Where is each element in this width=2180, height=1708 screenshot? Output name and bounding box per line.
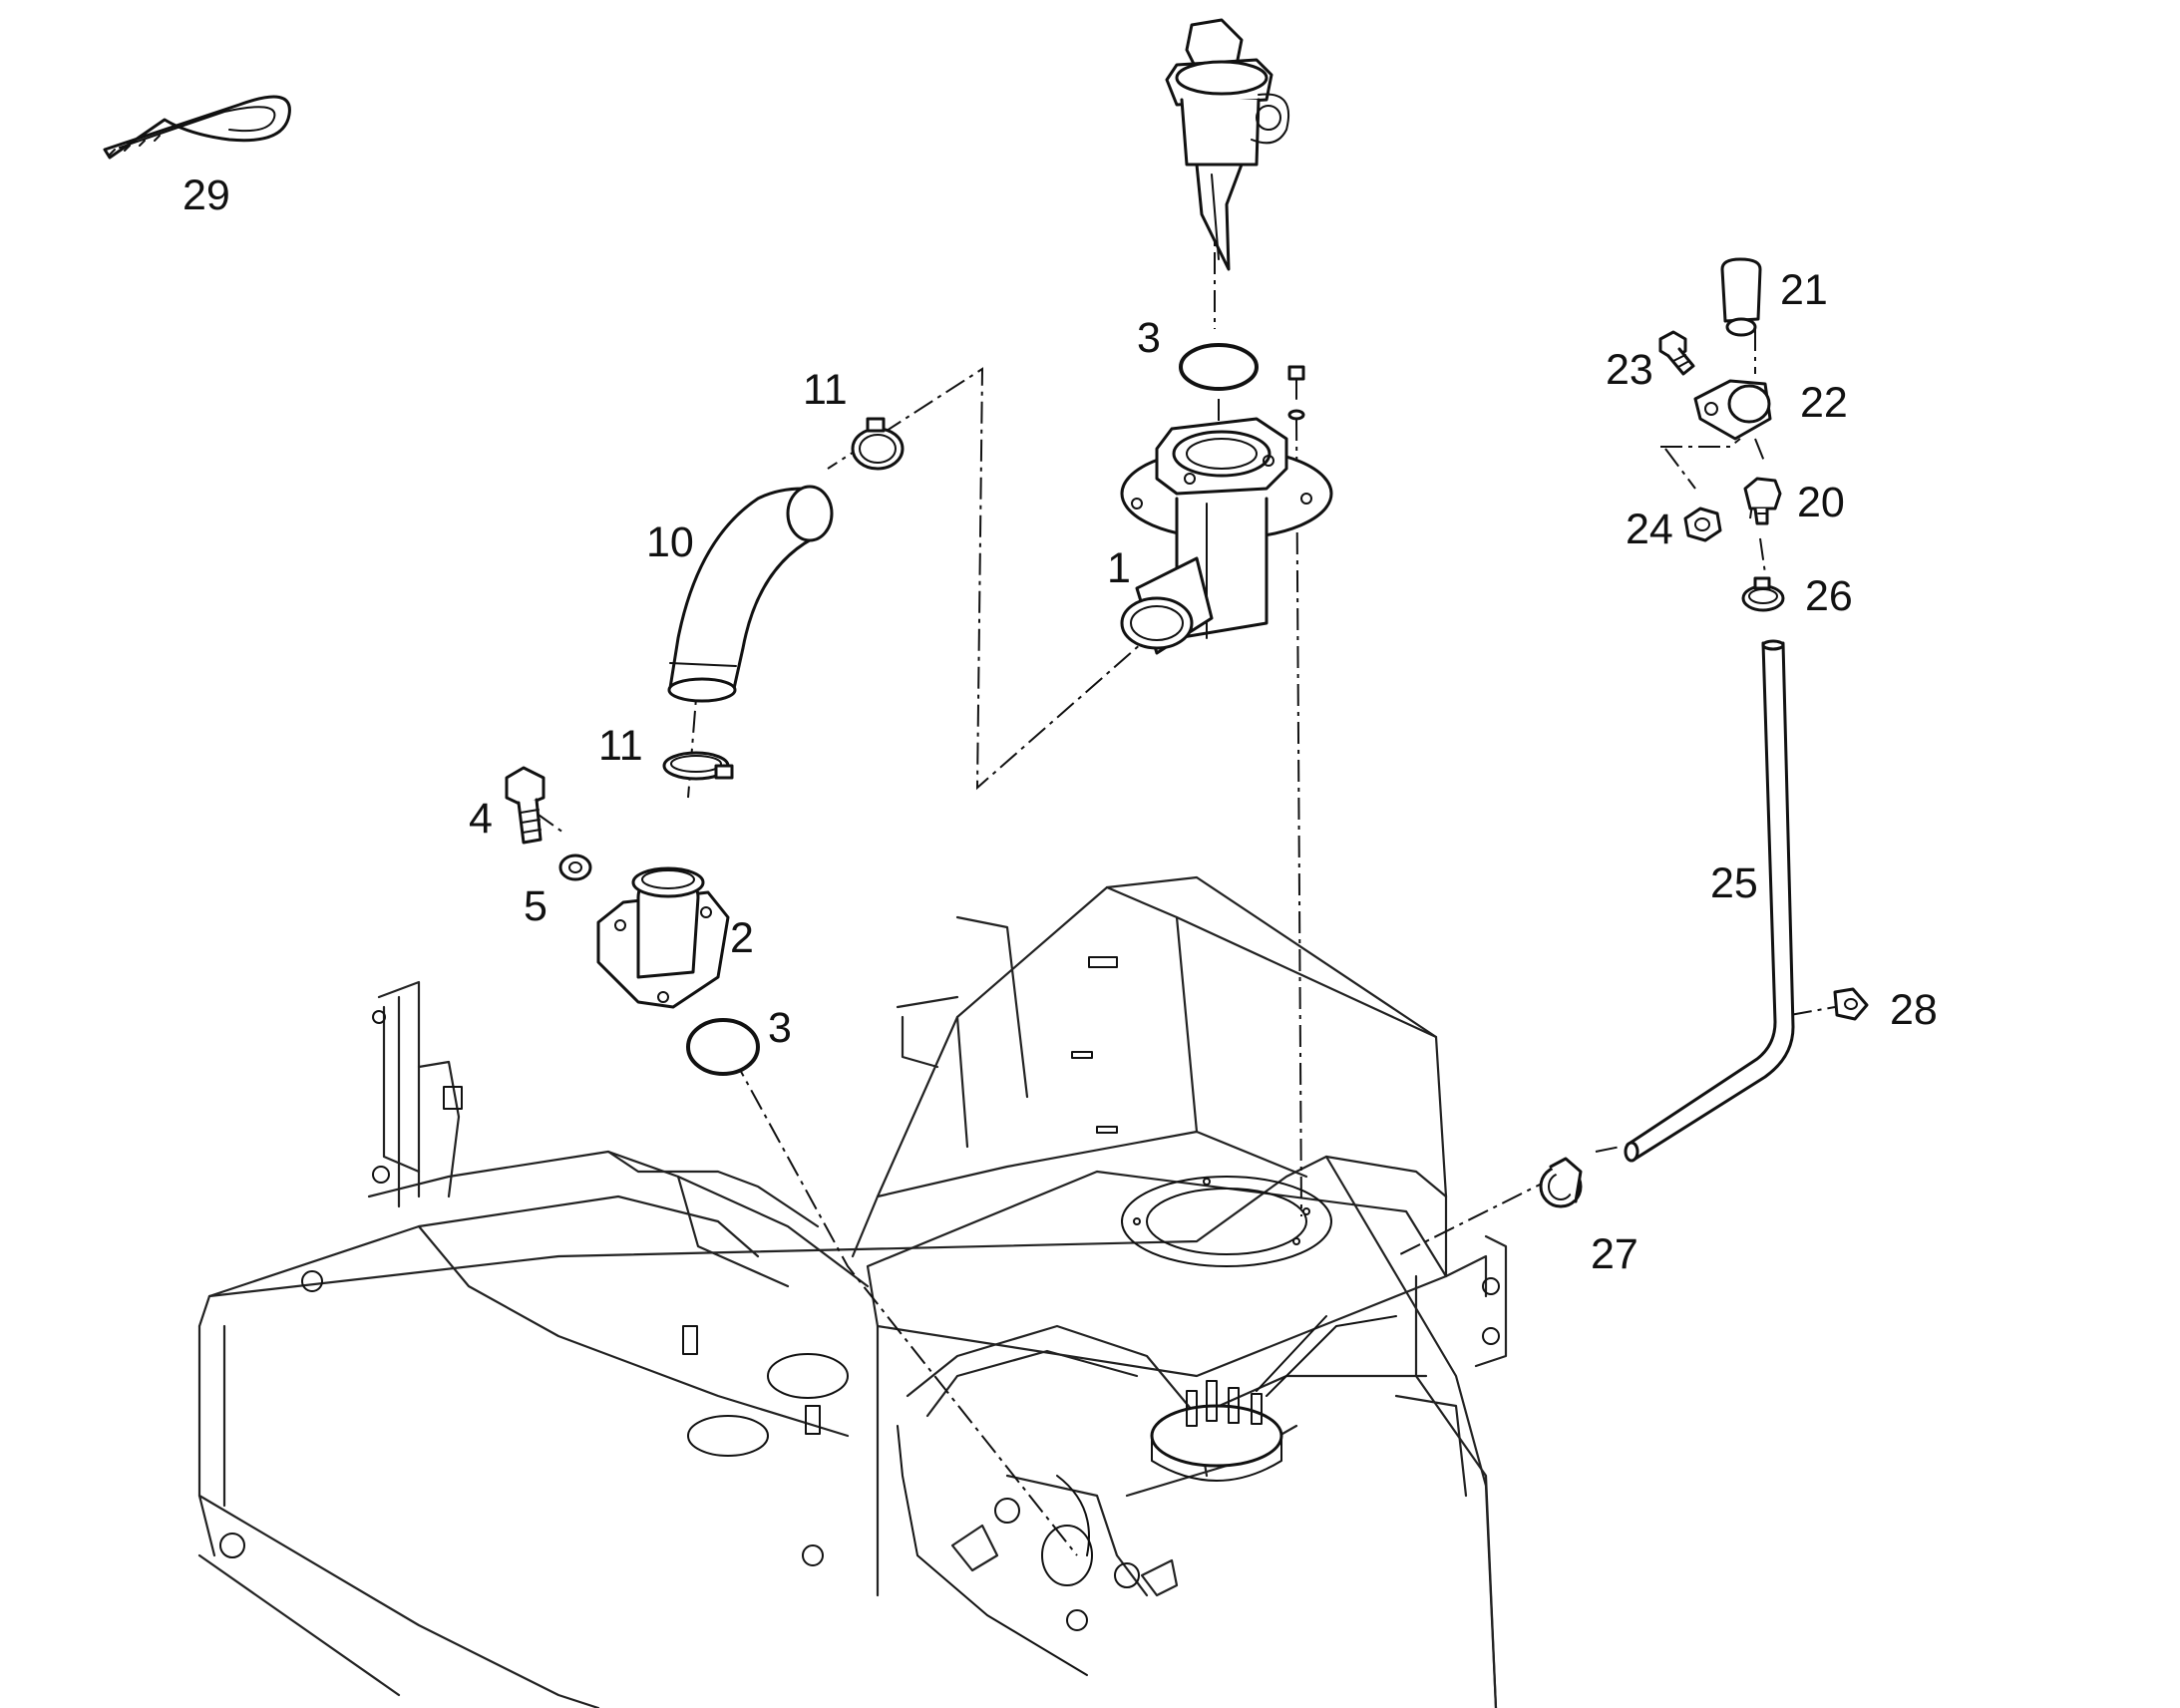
tank-frame-assembly	[197, 875, 1508, 1708]
callout-2: 2	[730, 914, 754, 962]
callout-10: 10	[646, 518, 694, 566]
vent-cap-part-21	[1720, 257, 1762, 337]
callout-29: 29	[182, 171, 230, 219]
callout-20: 20	[1797, 479, 1845, 526]
callout-4: 4	[469, 795, 493, 843]
callout-22: 22	[1800, 379, 1848, 427]
filler-cap-assembly	[1165, 18, 1290, 271]
callout-24: 24	[1626, 506, 1673, 553]
flange-screw	[1287, 365, 1305, 421]
o-ring-part-3-upper	[1179, 343, 1259, 391]
bolt-part-4	[505, 766, 545, 845]
clamp-part-27	[1539, 1157, 1583, 1208]
cable-tie-part-29	[103, 95, 291, 160]
callout-3-lower: 3	[768, 1004, 792, 1052]
callout-23: 23	[1606, 346, 1653, 394]
washer-part-5	[558, 854, 592, 881]
fitting-part-20	[1743, 477, 1782, 525]
nut-part-24	[1683, 507, 1722, 542]
callout-3-upper: 3	[1137, 314, 1161, 362]
clamp-bracket-part-22	[1693, 379, 1772, 441]
o-ring-part-3-lower	[686, 1018, 760, 1076]
vent-hose-part-25	[1624, 639, 1795, 1163]
adapter-plate-part-2	[596, 866, 730, 1009]
hose-clamp-part-11-lower	[662, 751, 734, 781]
callout-21: 21	[1780, 266, 1828, 314]
callout-5: 5	[524, 882, 547, 930]
callout-11-upper: 11	[803, 366, 848, 414]
hose-part-10	[667, 485, 834, 703]
clip-part-28	[1833, 987, 1869, 1021]
bolt-part-23	[1658, 330, 1695, 376]
callout-25: 25	[1710, 859, 1758, 907]
callout-28: 28	[1890, 986, 1938, 1034]
clamp-part-26	[1741, 576, 1785, 612]
callout-27: 27	[1591, 1230, 1638, 1278]
leader-lines	[535, 214, 1836, 1556]
filler-neck-part-1	[1120, 417, 1333, 655]
callout-26: 26	[1805, 572, 1853, 620]
callout-1: 1	[1107, 544, 1131, 592]
callout-11-lower: 11	[598, 722, 643, 770]
callout-labels: 29 3 11 10 1 11 4 5 2 3 21 23 22 24 20 2…	[182, 171, 1938, 1278]
hose-clamp-part-11-upper	[851, 417, 905, 471]
